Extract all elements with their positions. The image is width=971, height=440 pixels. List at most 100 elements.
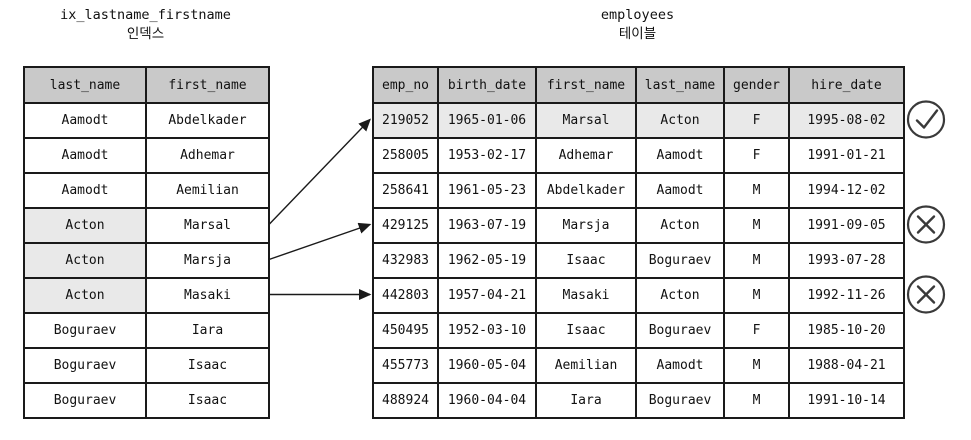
- index-table-name: ix_lastname_firstname: [60, 7, 231, 23]
- match-check-icon: [906, 100, 946, 139]
- employees-table-subtitle: 테이블: [618, 26, 657, 42]
- table-cell-last_name: Acton: [23, 242, 147, 279]
- table-cell-hire_date: 1988-04-21: [788, 347, 905, 384]
- column-header-hire_date: hire_date: [788, 66, 905, 104]
- table-cell-gender: F: [723, 137, 790, 174]
- table-cell-first_name: Marsal: [145, 207, 270, 244]
- table-cell-first_name: Masaki: [145, 277, 270, 314]
- table-cell-emp_no: 258641: [372, 172, 439, 209]
- table-cell-first_name: Iara: [145, 312, 270, 349]
- table-cell-first_name: Isaac: [145, 347, 270, 384]
- table-cell-emp_no: 258005: [372, 137, 439, 174]
- table-cell-last_name: Aamodt: [635, 137, 725, 174]
- index-table-title: ix_lastname_firstname 인덱스: [23, 6, 268, 44]
- table-cell-birth_date: 1960-05-04: [437, 347, 537, 384]
- table-cell-last_name: Aamodt: [23, 137, 147, 174]
- table-cell-birth_date: 1957-04-21: [437, 277, 537, 314]
- employees-table-name: employees: [600, 7, 675, 23]
- table-cell-birth_date: 1965-01-06: [437, 102, 537, 139]
- table-cell-last_name: Aamodt: [635, 172, 725, 209]
- table-cell-emp_no: 450495: [372, 312, 439, 349]
- table-cell-last_name: Boguraev: [23, 312, 147, 349]
- index-lookup-arrow: [268, 118, 371, 225]
- table-cell-first_name: Abdelkader: [145, 102, 270, 139]
- table-cell-first_name: Isaac: [535, 242, 637, 279]
- table-cell-last_name: Boguraev: [635, 242, 725, 279]
- table-cell-gender: M: [723, 347, 790, 384]
- table-cell-hire_date: 1991-10-14: [788, 382, 905, 419]
- table-cell-last_name: Boguraev: [23, 347, 147, 384]
- table-cell-gender: F: [723, 312, 790, 349]
- table-cell-last_name: Boguraev: [635, 312, 725, 349]
- index-lookup-arrow: [268, 222, 372, 261]
- table-cell-last_name: Boguraev: [635, 382, 725, 419]
- table-cell-hire_date: 1992-11-26: [788, 277, 905, 314]
- table-cell-first_name: Iara: [535, 382, 637, 419]
- table-cell-emp_no: 442803: [372, 277, 439, 314]
- table-cell-birth_date: 1960-04-04: [437, 382, 537, 419]
- table-cell-last_name: Aamodt: [635, 347, 725, 384]
- column-header-emp_no: emp_no: [372, 66, 439, 104]
- table-cell-gender: M: [723, 277, 790, 314]
- table-cell-hire_date: 1994-12-02: [788, 172, 905, 209]
- table-cell-first_name: Masaki: [535, 277, 637, 314]
- table-cell-last_name: Aamodt: [23, 102, 147, 139]
- table-cell-last_name: Acton: [635, 102, 725, 139]
- table-cell-first_name: Aemilian: [535, 347, 637, 384]
- table-cell-gender: F: [723, 102, 790, 139]
- table-cell-first_name: Abdelkader: [535, 172, 637, 209]
- table-cell-emp_no: 219052: [372, 102, 439, 139]
- table-cell-hire_date: 1991-01-21: [788, 137, 905, 174]
- employees-table-title: employees 테이블: [372, 6, 903, 44]
- table-cell-first_name: Isaac: [535, 312, 637, 349]
- table-cell-birth_date: 1953-02-17: [437, 137, 537, 174]
- table-cell-emp_no: 488924: [372, 382, 439, 419]
- table-cell-hire_date: 1995-08-02: [788, 102, 905, 139]
- table-cell-birth_date: 1952-03-10: [437, 312, 537, 349]
- table-cell-last_name: Acton: [635, 277, 725, 314]
- table-cell-first_name: Marsja: [535, 207, 637, 244]
- table-cell-gender: M: [723, 382, 790, 419]
- table-cell-hire_date: 1991-09-05: [788, 207, 905, 244]
- table-cell-last_name: Acton: [635, 207, 725, 244]
- table-cell-birth_date: 1961-05-23: [437, 172, 537, 209]
- table-cell-emp_no: 429125: [372, 207, 439, 244]
- table-cell-gender: M: [723, 172, 790, 209]
- table-cell-first_name: Marsja: [145, 242, 270, 279]
- table-cell-first_name: Marsal: [535, 102, 637, 139]
- table-cell-birth_date: 1962-05-19: [437, 242, 537, 279]
- table-cell-last_name: Boguraev: [23, 382, 147, 419]
- table-cell-hire_date: 1985-10-20: [788, 312, 905, 349]
- table-cell-last_name: Acton: [23, 207, 147, 244]
- table-cell-gender: M: [723, 207, 790, 244]
- column-header-gender: gender: [723, 66, 790, 104]
- table-cell-first_name: Adhemar: [535, 137, 637, 174]
- table-cell-emp_no: 432983: [372, 242, 439, 279]
- table-cell-hire_date: 1993-07-28: [788, 242, 905, 279]
- column-header-birth_date: birth_date: [437, 66, 537, 104]
- table-cell-birth_date: 1963-07-19: [437, 207, 537, 244]
- column-header-first_name: first_name: [145, 66, 270, 104]
- column-header-first_name: first_name: [535, 66, 637, 104]
- index-table-subtitle: 인덱스: [126, 26, 165, 42]
